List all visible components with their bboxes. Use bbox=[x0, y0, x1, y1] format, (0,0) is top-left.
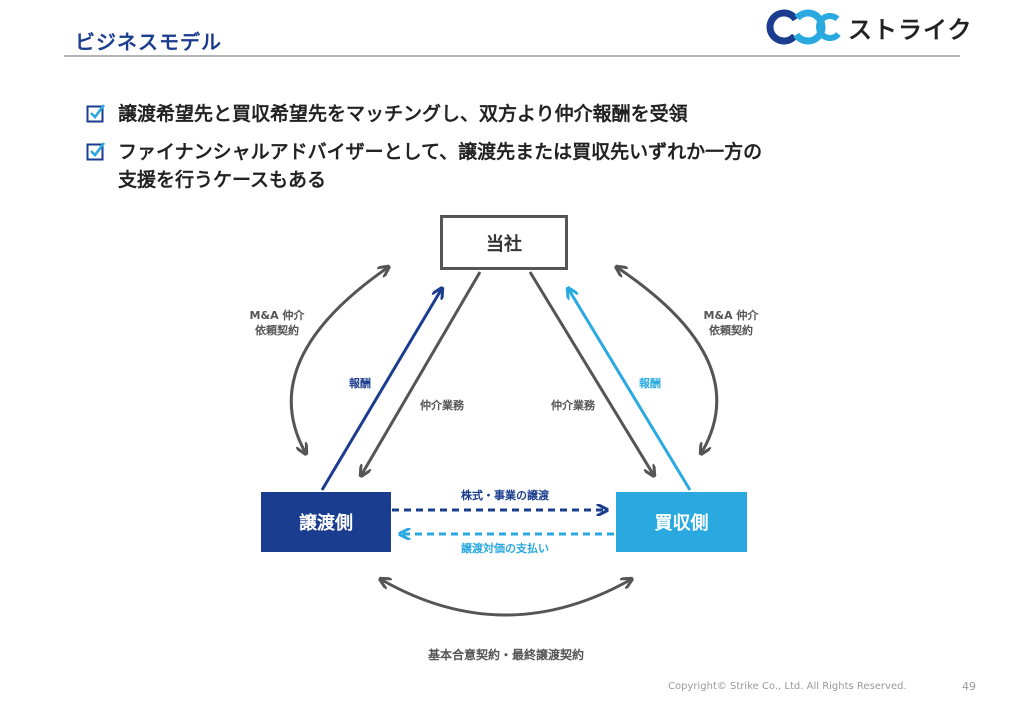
right-contract-arrow bbox=[618, 268, 719, 452]
shares-transfer-label: 株式・事業の譲渡 bbox=[461, 489, 549, 502]
left-service-arrow bbox=[362, 271, 482, 474]
right-service-arrow bbox=[528, 271, 653, 474]
header-divider bbox=[64, 55, 960, 57]
left-service-label: 仲介業務 bbox=[420, 399, 464, 412]
buyer-box: 買収側 bbox=[616, 492, 747, 552]
bottom-contract-label: 基本合意契約・最終譲渡契約 bbox=[427, 648, 584, 662]
right-service-label: 仲介業務 bbox=[551, 399, 595, 412]
checkbox-checked-icon bbox=[86, 142, 106, 161]
checkbox-checked-icon bbox=[86, 104, 106, 123]
right-contract-label: M&A 仲介 依頼契約 bbox=[703, 309, 759, 337]
strike-logo bbox=[766, 9, 844, 45]
left-fee-label: 報酬 bbox=[349, 377, 371, 390]
seller-box: 譲渡側 bbox=[261, 492, 391, 552]
bullet-list: 譲渡希望先と買収希望先をマッチングし、双方より仲介報酬を受領 ファイナンシャルア… bbox=[86, 100, 966, 204]
left-contract-arrow bbox=[289, 268, 387, 452]
right-fee-label: 報酬 bbox=[639, 377, 661, 390]
bottom-contract-arrow bbox=[382, 580, 630, 617]
bullet-text: ファイナンシャルアドバイザーとして、譲渡先または買収先いずれか一方の 支援を行う… bbox=[118, 141, 763, 191]
logo-text: ストライク bbox=[848, 16, 973, 44]
bullet-item: ファイナンシャルアドバイザーとして、譲渡先または買収先いずれか一方の 支援を行う… bbox=[86, 138, 966, 194]
copyright: Copyright© Strike Co., Ltd. All Rights R… bbox=[668, 681, 907, 692]
company-box: 当社 bbox=[440, 215, 568, 270]
bullet-text: 譲渡希望先と買収希望先をマッチングし、双方より仲介報酬を受領 bbox=[118, 103, 688, 125]
bullet-item: 譲渡希望先と買収希望先をマッチングし、双方より仲介報酬を受領 bbox=[86, 100, 966, 128]
page-title: ビジネスモデル bbox=[75, 30, 222, 54]
page-number: 49 bbox=[962, 680, 976, 693]
left-contract-label: M&A 仲介 依頼契約 bbox=[249, 309, 305, 337]
left-fee-arrow bbox=[320, 290, 441, 491]
payment-label: 譲渡対価の支払い bbox=[461, 542, 549, 555]
right-fee-arrow bbox=[569, 290, 692, 491]
